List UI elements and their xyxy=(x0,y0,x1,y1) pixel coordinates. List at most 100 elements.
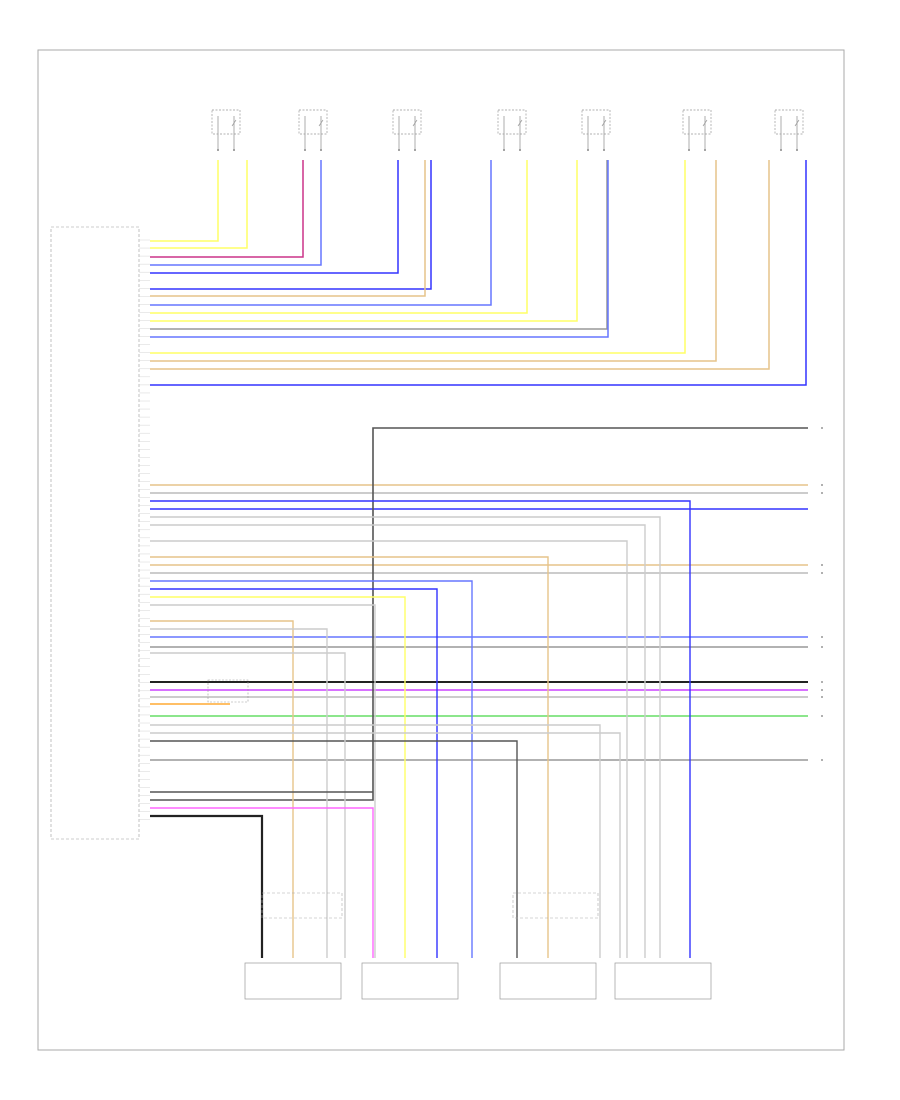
terminal xyxy=(796,149,798,151)
connector-terminal xyxy=(821,696,823,698)
terminal xyxy=(398,149,400,151)
terminal xyxy=(503,149,505,151)
sensor-wire xyxy=(150,160,304,258)
terminal xyxy=(587,149,589,151)
sensor-lf-side-front xyxy=(211,109,241,151)
diagram-frame xyxy=(37,49,845,1051)
component-body xyxy=(244,962,342,1000)
component-wire xyxy=(150,628,328,958)
sensor-wire xyxy=(150,160,399,274)
sensor-wire xyxy=(150,160,426,297)
pin-rows xyxy=(139,239,150,820)
switch-symbol xyxy=(318,119,324,127)
terminal xyxy=(603,149,605,151)
component-wire xyxy=(150,740,518,958)
terminal xyxy=(304,149,306,151)
component-wire xyxy=(150,556,549,958)
control-module-box xyxy=(50,226,140,840)
component-wire xyxy=(150,620,294,958)
sensor-wire xyxy=(150,160,219,242)
sensor-body xyxy=(682,109,712,135)
sensor-right-curtain xyxy=(581,109,611,151)
bottom-components xyxy=(244,892,712,1000)
component-right-inflator xyxy=(361,962,459,1000)
component-body xyxy=(614,962,712,1000)
top-sensors xyxy=(211,109,804,151)
connector-terminal xyxy=(821,715,823,717)
component-wire xyxy=(150,588,438,958)
sensor-wire xyxy=(150,160,578,322)
sensor-wire xyxy=(150,160,717,362)
splice-connector xyxy=(207,679,249,703)
switch-symbol xyxy=(517,119,523,127)
component-wire xyxy=(150,540,628,958)
sensor-rf-side-rear xyxy=(682,109,712,151)
sensor-wire xyxy=(150,160,528,314)
component-wire xyxy=(150,807,374,958)
switch-symbol xyxy=(601,119,607,127)
component-wire xyxy=(150,732,621,958)
component-wire xyxy=(150,724,601,958)
component-wire xyxy=(150,604,376,958)
ground-wire xyxy=(150,814,264,958)
switch-symbol xyxy=(702,119,708,127)
connector-terminal xyxy=(821,484,823,486)
sensor-wire xyxy=(150,160,609,338)
sensor-body xyxy=(211,109,241,135)
switch-symbol xyxy=(412,119,418,127)
connector-terminal xyxy=(821,564,823,566)
component-wire xyxy=(150,516,661,958)
component-body xyxy=(499,962,597,1000)
sensor-body xyxy=(298,109,328,135)
component-wire xyxy=(150,652,346,958)
sensor-body xyxy=(392,109,422,135)
connector-terminal xyxy=(821,492,823,494)
sensor-passenger-seat xyxy=(774,109,804,151)
terminal xyxy=(780,149,782,151)
connector-terminal xyxy=(821,646,823,648)
seat-connector-bracket xyxy=(261,892,343,919)
seat-connector-bracket xyxy=(512,892,599,919)
switch-symbol xyxy=(794,119,800,127)
component-wire xyxy=(150,580,473,958)
connector-terminal xyxy=(821,572,823,574)
component-wire xyxy=(150,500,691,958)
terminal xyxy=(217,149,219,151)
sensor-wire xyxy=(150,160,686,354)
ground-wire xyxy=(150,427,808,801)
terminal xyxy=(704,149,706,151)
sensor-body xyxy=(581,109,611,135)
sensor-wire xyxy=(150,160,608,330)
sensor-passenger-side xyxy=(298,109,328,151)
sensor-wire xyxy=(150,160,770,370)
sensor-wire xyxy=(150,160,248,249)
sensor-wire xyxy=(150,160,432,290)
sensor-wire xyxy=(150,160,492,306)
component-wire xyxy=(150,524,646,958)
wires xyxy=(150,160,823,958)
terminal xyxy=(519,149,521,151)
sensor-body xyxy=(774,109,804,135)
connector-terminal xyxy=(821,689,823,691)
component-passenger-seat-module xyxy=(244,962,342,1000)
component-wire xyxy=(150,596,406,958)
terminal xyxy=(414,149,416,151)
connector-terminal xyxy=(821,681,823,683)
sensor-wire xyxy=(150,160,322,266)
connector-terminal xyxy=(821,636,823,638)
component-left-inflator xyxy=(614,962,712,1000)
splice-body xyxy=(207,679,249,703)
terminal xyxy=(233,149,235,151)
terminal xyxy=(688,149,690,151)
component-driver-seat-module xyxy=(499,962,597,1000)
connector-terminal xyxy=(821,759,823,761)
sensor-body xyxy=(497,109,527,135)
sensor-center-belt xyxy=(392,109,422,151)
component-body xyxy=(361,962,459,1000)
switch-symbol xyxy=(231,119,237,127)
sensor-wire xyxy=(150,160,807,386)
terminal xyxy=(320,149,322,151)
sensor-left-curtain xyxy=(497,109,527,151)
connector-terminal xyxy=(821,427,823,429)
